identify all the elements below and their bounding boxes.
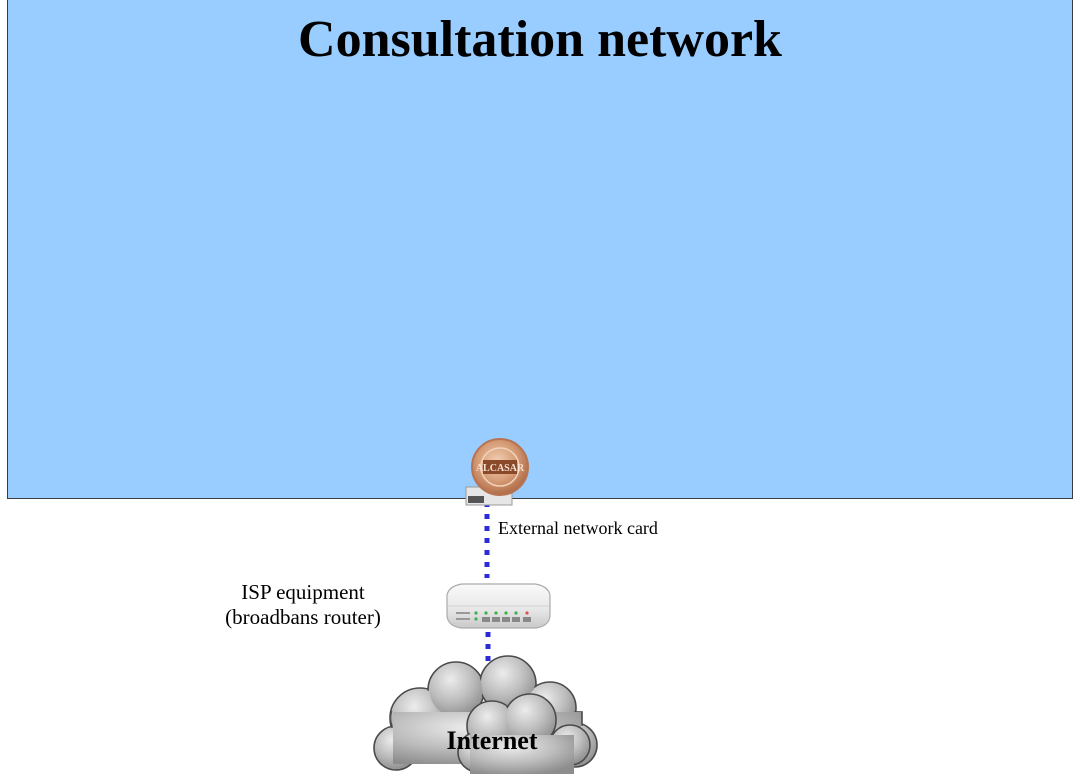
diagram-title: Consultation network	[298, 11, 782, 68]
isp-label-line1: ISP equipment	[241, 580, 365, 604]
router-icon	[446, 583, 551, 629]
cloud-icon	[373, 655, 598, 774]
consultation-network-area	[7, 0, 1073, 499]
internet-label: Internet	[446, 726, 538, 755]
alcasar-logo-icon: ALCASAR	[471, 438, 529, 496]
isp-label-line2: (broadbans router)	[225, 605, 381, 629]
isp-equipment-label: ISP equipment (broadbans router)	[200, 580, 406, 630]
server-logo-text: ALCASAR	[476, 463, 525, 474]
external-network-card-label: External network card	[498, 518, 658, 538]
